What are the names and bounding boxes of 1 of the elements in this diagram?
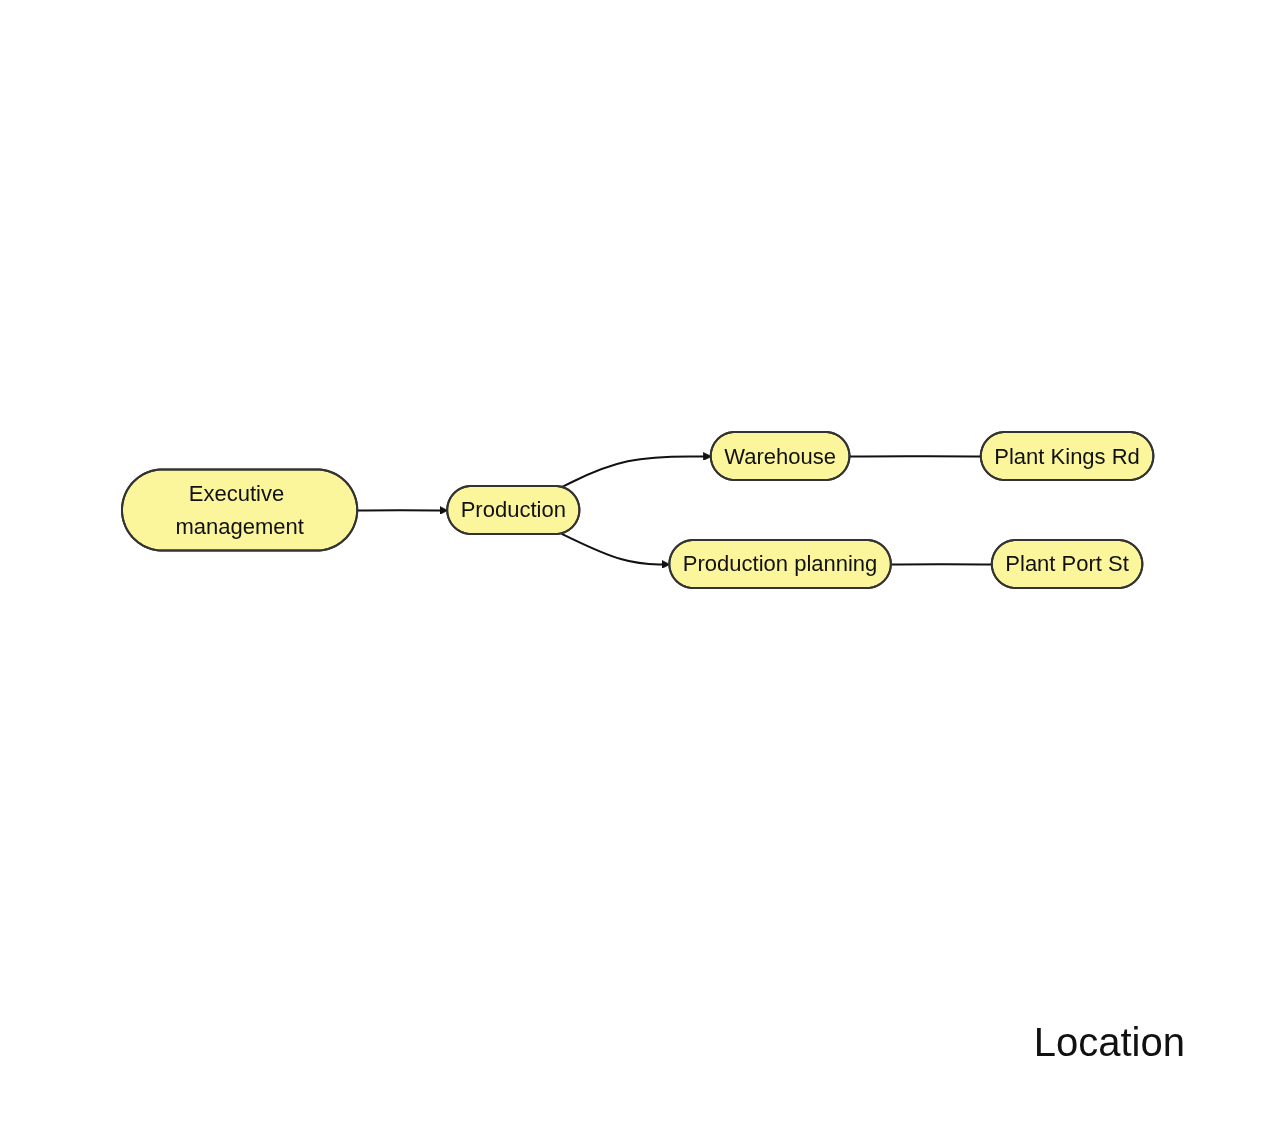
label-text: Location: [1032, 1020, 1185, 1065]
